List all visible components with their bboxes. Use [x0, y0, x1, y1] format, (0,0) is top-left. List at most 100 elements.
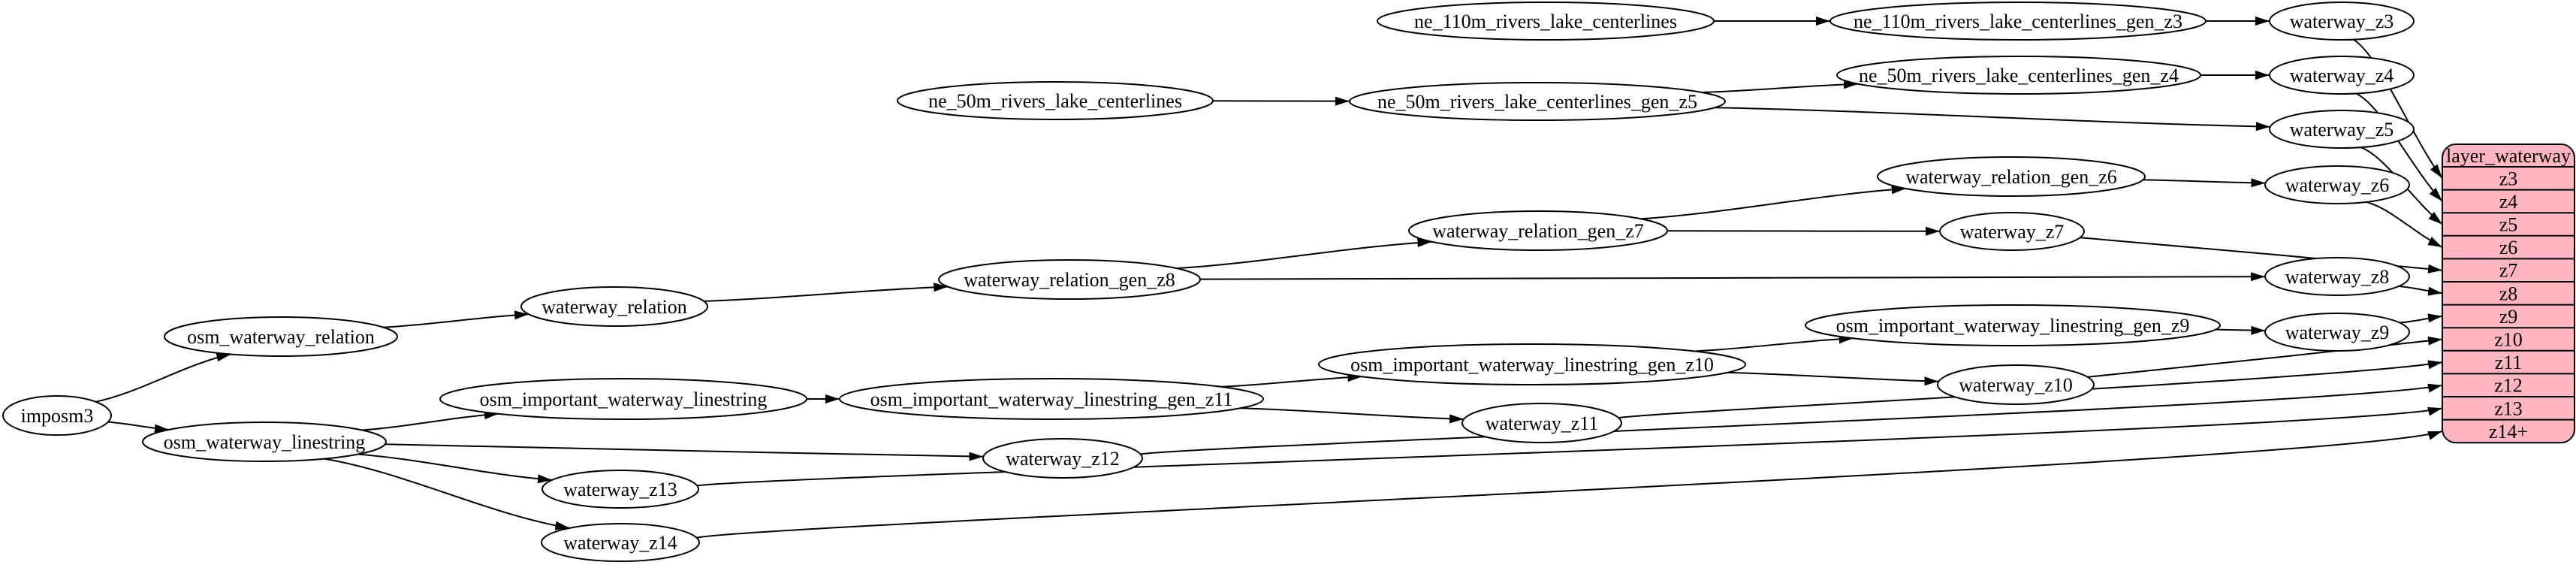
node-waterway_z13: waterway_z13 — [541, 470, 699, 509]
edge-waterway_relation_gen_z6-to-waterway_z6 — [2143, 178, 2266, 188]
table-layer_waterway: layer_waterwayz3z4z5z6z7z8z9z10z11z12z13… — [2442, 144, 2575, 444]
edge-waterway_relation_gen_z8-to-waterway_z8 — [1199, 272, 2266, 282]
node-ellipse — [1377, 2, 1715, 41]
edge-waterway_z3-to-layer_waterway-z3 — [2353, 38, 2443, 179]
record-row-z12: z12 — [2494, 375, 2523, 397]
edge-osm_waterway_linestring-to-osm_important_waterway_linestring — [361, 410, 499, 431]
node-ne_50m_rivers_lake_centerlines: ne_50m_rivers_lake_centerlines — [897, 81, 1214, 120]
node-ellipse — [1805, 304, 2221, 346]
node-label: waterway_z14 — [563, 532, 677, 554]
edge-waterway_z14-to-layer_waterway-z14+ — [696, 430, 2443, 539]
edge-imposm3-to-osm_waterway_linestring — [107, 421, 169, 434]
node-ellipse — [1349, 82, 1726, 121]
edges — [95, 17, 2443, 539]
edge-waterway_z10-to-layer_waterway-z10 — [2087, 336, 2443, 378]
node-label: osm_important_waterway_linestring_gen_z1… — [1350, 354, 1714, 376]
record-row-z13: z13 — [2494, 397, 2523, 419]
node-ellipse — [1836, 56, 2201, 95]
edge-waterway_relation_gen_z8-to-waterway_relation_gen_z7 — [1176, 237, 1432, 270]
record-row-z6: z6 — [2499, 237, 2518, 258]
node-waterway_z8: waterway_z8 — [2264, 257, 2410, 296]
record-row-z4: z4 — [2499, 191, 2518, 213]
node-label: osm_important_waterway_linestring_gen_z9 — [1836, 315, 2190, 337]
edge-osm_waterway_linestring-to-waterway_z12 — [385, 443, 984, 461]
record-outline — [2442, 144, 2575, 444]
node-label: ne_50m_rivers_lake_centerlines — [928, 90, 1182, 112]
record-header: layer_waterway — [2446, 145, 2571, 167]
node-label: waterway_relation_gen_z6 — [1905, 166, 2117, 188]
edge-osm_waterway_linestring-to-waterway_z14 — [324, 458, 570, 530]
node-ellipse — [982, 438, 1143, 479]
node-label: ne_50m_rivers_lake_centerlines_gen_z4 — [1859, 65, 2179, 86]
node-ne_50m_rivers_lake_centerlines_gen_z4: ne_50m_rivers_lake_centerlines_gen_z4 — [1836, 56, 2201, 95]
node-label: waterway_relation_gen_z7 — [1432, 220, 1644, 242]
node-ellipse — [2264, 313, 2410, 352]
edge-waterway_z6-to-layer_waterway-z6 — [2366, 201, 2443, 248]
node-label: waterway_z9 — [2285, 322, 2390, 343]
node-ellipse — [541, 470, 699, 509]
record-row-z9: z9 — [2499, 306, 2518, 328]
record-row-z5: z5 — [2499, 214, 2518, 236]
node-label: ne_110m_rivers_lake_centerlines_gen_z3 — [1854, 11, 2182, 32]
edge-osm_important_waterway_linestring_gen_z11-to-osm_important_waterway_linestring_gen_z10 — [1220, 373, 1362, 388]
node-osm_waterway_linestring: osm_waterway_linestring — [142, 421, 387, 462]
node-waterway_z5: waterway_z5 — [2269, 110, 2415, 149]
node-ellipse — [439, 378, 807, 420]
node-ellipse — [839, 378, 1264, 420]
node-label: waterway_z10 — [1959, 374, 2073, 396]
edge-waterway_z9-to-layer_waterway-z9 — [2400, 313, 2443, 324]
edge-osm_important_waterway_linestring_gen_z11-to-waterway_z11 — [1239, 407, 1464, 424]
record-row-z3: z3 — [2499, 168, 2518, 189]
edge-osm_important_waterway_linestring_gen_z10-to-osm_important_waterway_linestring_gen_z9 — [1694, 334, 1854, 352]
node-label: waterway_relation_gen_z8 — [964, 269, 1175, 291]
node-imposm3: imposm3 — [2, 395, 112, 436]
node-label: waterway_z3 — [2290, 11, 2394, 32]
edge-ne_50m_rivers_lake_centerlines_gen_z5-to-waterway_z5 — [1715, 107, 2270, 131]
node-ellipse — [1829, 2, 2206, 41]
node-ellipse — [1461, 403, 1622, 443]
edge-osm_waterway_relation-to-waterway_relation — [383, 310, 529, 328]
node-ellipse — [1408, 210, 1668, 251]
node-label: osm_important_waterway_linestring — [480, 388, 768, 410]
node-osm_important_waterway_linestring_gen_z10: osm_important_waterway_linestring_gen_z1… — [1318, 343, 1746, 385]
node-ellipse — [2264, 165, 2410, 204]
node-osm_important_waterway_linestring_gen_z11: osm_important_waterway_linestring_gen_z1… — [839, 378, 1264, 420]
node-ne_110m_rivers_lake_centerlines_gen_z3: ne_110m_rivers_lake_centerlines_gen_z3 — [1829, 2, 2206, 41]
node-waterway_relation_gen_z7: waterway_relation_gen_z7 — [1408, 210, 1668, 251]
node-label: waterway_z11 — [1486, 412, 1599, 434]
node-ellipse — [2264, 257, 2410, 296]
node-waterway_relation: waterway_relation — [520, 286, 708, 327]
edge-waterway_z13-to-layer_waterway-z13 — [697, 406, 2443, 487]
node-waterway_z4: waterway_z4 — [2269, 56, 2415, 95]
node-label: osm_important_waterway_linestring_gen_z1… — [870, 388, 1233, 410]
node-waterway_z14: waterway_z14 — [541, 523, 700, 562]
node-ellipse — [520, 286, 708, 327]
record-row-z8: z8 — [2499, 282, 2518, 304]
node-label: osm_waterway_linestring — [164, 431, 366, 453]
node-ellipse — [2, 395, 112, 436]
node-waterway_z12: waterway_z12 — [982, 438, 1143, 479]
node-label: ne_110m_rivers_lake_centerlines — [1414, 11, 1677, 32]
node-waterway_relation_gen_z6: waterway_relation_gen_z6 — [1877, 156, 2146, 197]
node-waterway_z7: waterway_z7 — [1939, 212, 2085, 251]
edge-imposm3-to-osm_waterway_relation — [95, 352, 231, 403]
edge-waterway_relation-to-waterway_relation_gen_z8 — [704, 282, 949, 302]
node-label: waterway_z12 — [1006, 448, 1120, 470]
node-ellipse — [164, 316, 398, 357]
node-label: osm_waterway_relation — [187, 326, 375, 348]
node-ellipse — [2269, 56, 2415, 95]
node-waterway_z9: waterway_z9 — [2264, 313, 2410, 352]
node-ellipse — [1937, 364, 2095, 405]
node-ne_50m_rivers_lake_centerlines_gen_z5: ne_50m_rivers_lake_centerlines_gen_z5 — [1349, 82, 1726, 121]
node-ellipse — [938, 259, 1201, 300]
node-label: ne_50m_rivers_lake_centerlines_gen_z5 — [1377, 91, 1697, 113]
node-waterway_z10: waterway_z10 — [1937, 364, 2095, 405]
edge-ne_50m_rivers_lake_centerlines_gen_z5-to-ne_50m_rivers_lake_centerlines_gen_z4 — [1702, 80, 1859, 93]
edge-osm_important_waterway_linestring_gen_z9-to-waterway_z9 — [2215, 325, 2266, 335]
node-ellipse — [2269, 2, 2415, 41]
node-label: waterway_z8 — [2285, 266, 2390, 288]
edge-waterway_z8-to-layer_waterway-z8 — [2398, 286, 2443, 296]
node-osm_waterway_relation: osm_waterway_relation — [164, 316, 398, 357]
